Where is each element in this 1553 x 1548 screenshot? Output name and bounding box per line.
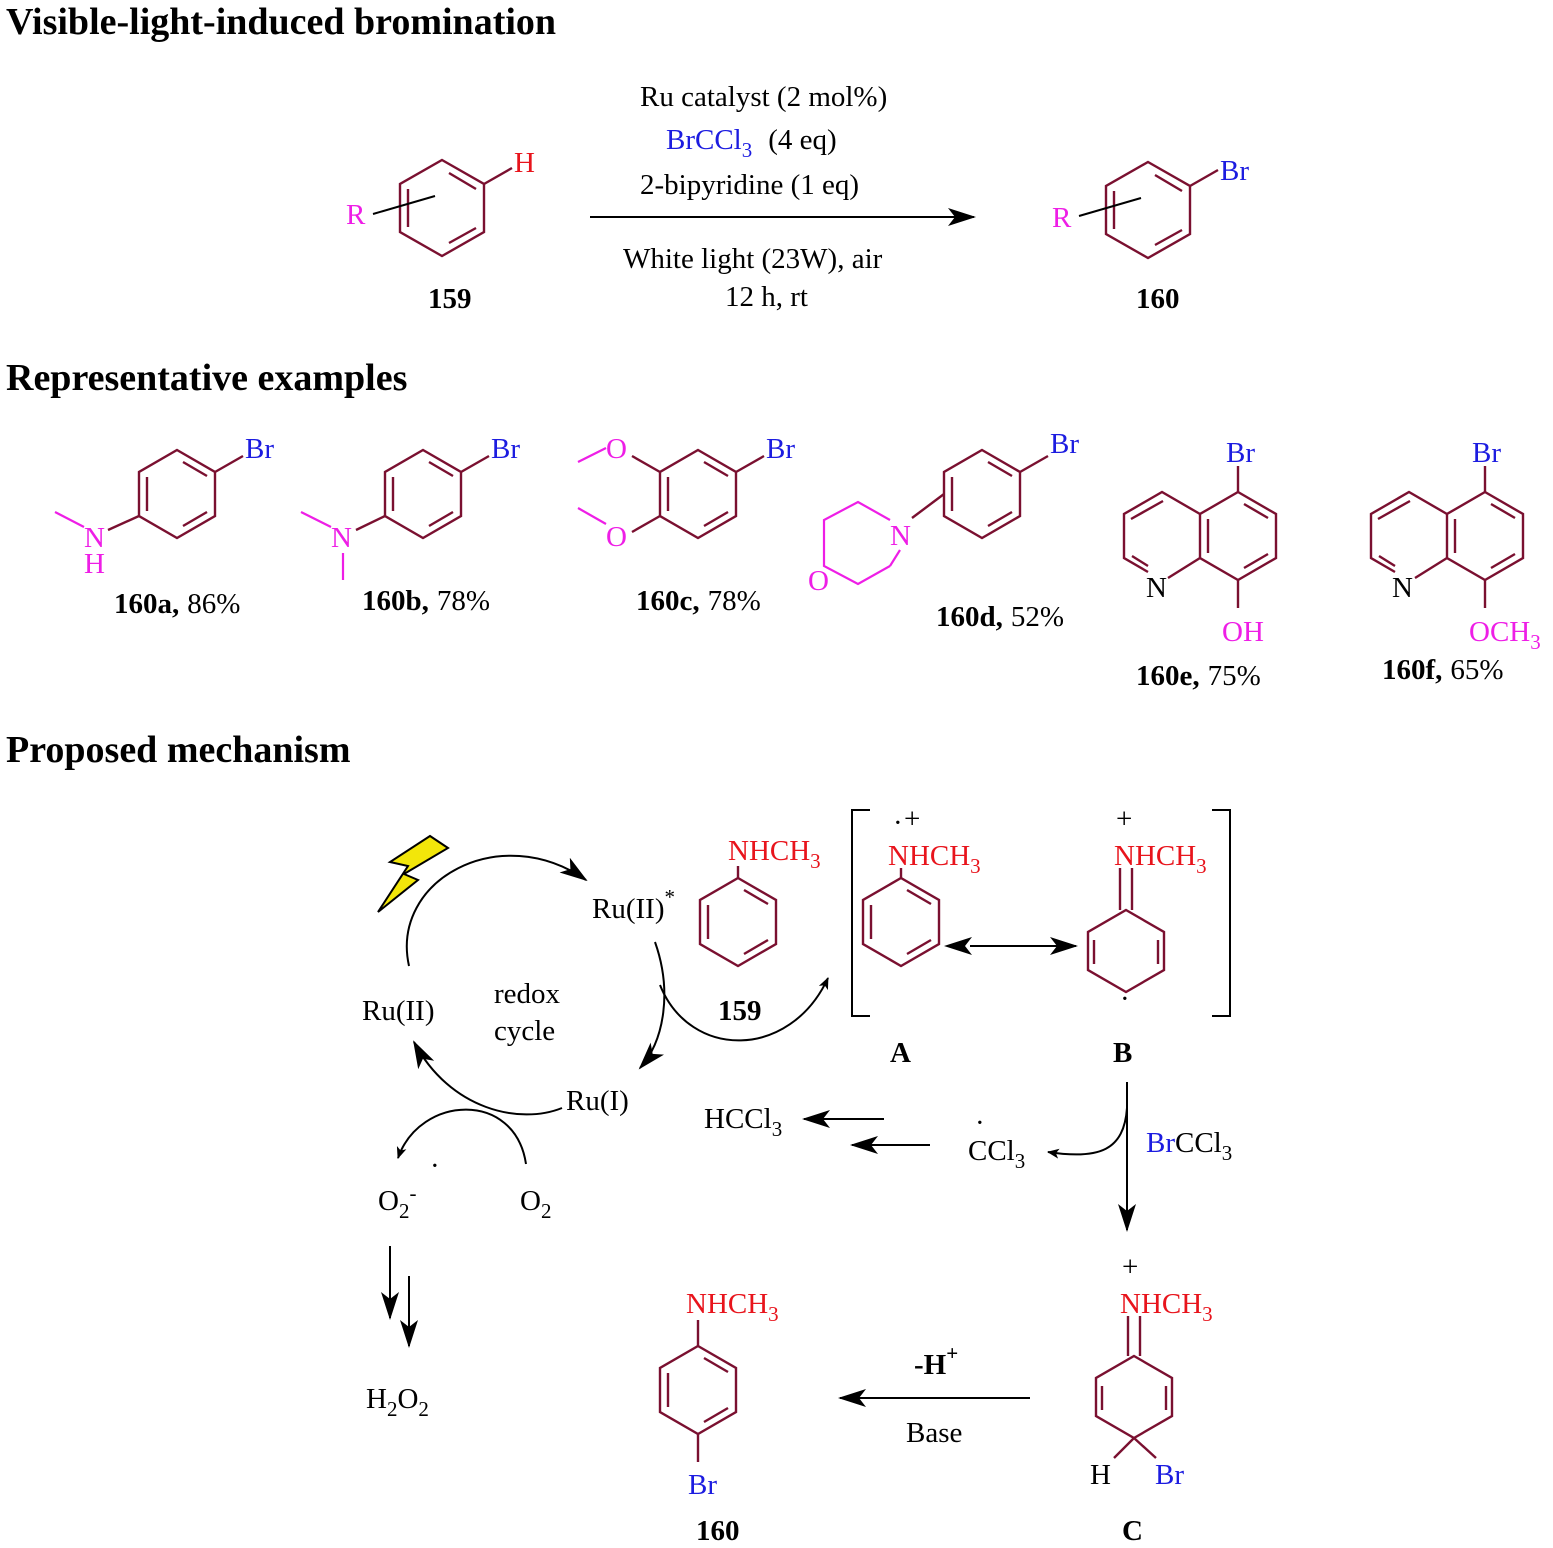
nitrogen-label: N <box>890 520 911 552</box>
deprotonation-label: -H+ <box>914 1341 958 1381</box>
nhch3-label: NHCH3 <box>1120 1288 1213 1326</box>
product-160: R Br 160 <box>1052 155 1249 315</box>
condition-time: 12 h, rt <box>725 281 808 313</box>
hydroxyl-label: OH <box>1222 616 1264 648</box>
example-160b: Br N 160b,78% <box>300 433 520 617</box>
ru-i-label: Ru(I) <box>566 1085 629 1117</box>
cation-charge: + <box>904 803 920 835</box>
redox-cycle: Ru(II)* Ru(II) Ru(I) redox cycle O2- · O… <box>362 854 829 1421</box>
hydrogen-label: H <box>514 147 535 179</box>
heading-mechanism: Proposed mechanism <box>6 729 350 771</box>
substituent-r: R <box>346 199 366 231</box>
radical-dot: · <box>1120 983 1130 1015</box>
methoxy-label: OCH3 <box>1469 616 1541 654</box>
bromine-label: Br <box>1472 437 1501 469</box>
ru-ii-label: Ru(II) <box>362 995 434 1027</box>
nitrogen-label: N <box>331 522 352 554</box>
condition-reagent: BrCCl3(4 eq) <box>666 124 837 162</box>
brccl3-label: BrCCl3 <box>1146 1127 1232 1165</box>
oxidation-arrow <box>413 1040 563 1116</box>
radical-release-arrow <box>1047 1107 1128 1159</box>
example-160c: Br O O 160c,78% <box>577 433 795 617</box>
chloroform-label: HCCl3 <box>704 1103 782 1141</box>
oxygen-label: O <box>606 433 627 465</box>
resonance-form-b: + NHCH3 · B <box>1086 803 1207 1069</box>
radical-dot: · <box>893 807 903 839</box>
substrate-159: R H 159 <box>346 147 535 315</box>
bromine-label: Br <box>491 433 520 465</box>
product-substituent-r: R <box>1052 202 1072 234</box>
electron-transfer-arrow <box>659 977 829 1042</box>
nitrogen-label: N <box>1146 572 1167 604</box>
oxygen-reduction-arrow <box>396 1108 527 1165</box>
bromine-label: Br <box>1050 428 1079 460</box>
example-caption: 160b,78% <box>362 585 490 617</box>
example-caption: 160f,65% <box>1382 654 1504 686</box>
product-bromine: Br <box>1220 155 1249 187</box>
product-label: 160 <box>696 1515 740 1547</box>
nhch3-label: NHCH3 <box>728 835 821 873</box>
cation-charge: + <box>1116 803 1132 835</box>
intermediate-label: B <box>1113 1037 1132 1069</box>
substrate-label: 159 <box>428 283 472 315</box>
heading-examples: Representative examples <box>6 357 407 399</box>
example-caption: 160d,52% <box>936 601 1064 633</box>
heading-bromination: Visible-light-induced bromination <box>6 1 556 43</box>
ru-excited-label: Ru(II)* <box>592 885 675 925</box>
example-160d: Br N O 160d,52% <box>808 428 1079 633</box>
substrate-label: 159 <box>718 995 762 1027</box>
oxygen-label: O <box>606 521 627 553</box>
mechanism-product-160: NHCH3 Br 160 <box>658 1288 779 1547</box>
oxygen-label: O <box>808 565 829 597</box>
nhch3-label: NHCH3 <box>1114 840 1207 878</box>
nh-hydrogen-label: H <box>84 548 105 580</box>
nhch3-label: NHCH3 <box>686 1288 779 1326</box>
intermediate-label: C <box>1122 1515 1143 1547</box>
nitrogen-label: N <box>84 522 105 554</box>
superoxide-label: O2- <box>378 1181 416 1223</box>
example-160e: Br N OH 160e,75% <box>1122 437 1278 692</box>
bromine-label: Br <box>766 433 795 465</box>
intermediate-label: A <box>890 1037 911 1069</box>
oxygen-label: O2 <box>520 1185 551 1223</box>
intermediate-c: + NHCH3 H Br C <box>1090 1251 1213 1547</box>
example-160f: Br N OCH3 160f,65% <box>1369 437 1541 686</box>
reaction-conditions: Ru catalyst (2 mol%) BrCCl3(4 eq) 2-bipy… <box>590 81 976 313</box>
cycle-label: redox <box>494 978 561 1010</box>
example-caption: 160c,78% <box>636 585 761 617</box>
condition-catalyst: Ru catalyst (2 mol%) <box>640 81 887 113</box>
h2o2-label: H2O2 <box>366 1383 429 1421</box>
superoxide-radical-dot: · <box>430 1150 440 1182</box>
nitrogen-label: N <box>1392 572 1413 604</box>
radical-cation-a: + · NHCH3 A <box>861 803 981 1069</box>
example-caption: 160a,86% <box>114 588 240 620</box>
cation-charge: + <box>1122 1251 1138 1283</box>
bromine-label: Br <box>688 1469 717 1501</box>
left-bracket <box>851 809 870 1017</box>
example-caption: 160e,75% <box>1136 660 1261 692</box>
condition-light: White light (23W), air <box>623 243 883 275</box>
reduction-arrow <box>638 941 666 1070</box>
bromine-label: Br <box>1226 437 1255 469</box>
example-160a: Br N H 160a,86% <box>54 433 274 620</box>
nhch3-label: NHCH3 <box>888 840 981 878</box>
mechanism-substrate-159: NHCH3 159 <box>698 835 821 1027</box>
bromine-label: Br <box>1155 1459 1184 1491</box>
cycle-label: cycle <box>494 1015 555 1047</box>
base-label: Base <box>906 1417 962 1449</box>
light-bolt-icon <box>377 834 450 913</box>
bromine-label: Br <box>245 433 274 465</box>
radical-dot: · <box>975 1107 985 1139</box>
hydrogen-label: H <box>1090 1459 1111 1491</box>
product-label: 160 <box>1136 283 1180 315</box>
trichloromethyl-radical-label: CCl3 <box>968 1135 1025 1173</box>
right-bracket <box>1212 809 1231 1017</box>
excitation-arrow <box>406 854 588 967</box>
condition-ligand: 2-bipyridine (1 eq) <box>640 169 859 201</box>
